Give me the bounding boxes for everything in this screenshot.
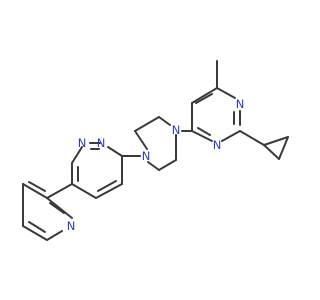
bond-pyridazine-c4-c3	[95, 183, 123, 199]
bond-pyridine-c5-c6-double	[28, 221, 46, 233]
bond-pyridine-c2-c3	[22, 183, 48, 199]
canvas-background	[0, 0, 300, 300]
bond-pyridazine-to-pyridine	[46, 183, 73, 199]
bond-pyrimidine-c4-c5	[191, 87, 218, 104]
bond-pyridine-c2-c3-double	[28, 181, 46, 192]
bond-pyridine-n-c2-double	[49, 202, 65, 214]
bond-piperazine-n1-c6	[147, 161, 160, 171]
cyclopropyl-group	[239, 130, 289, 160]
bond-cyclopropyl-edge-1	[263, 136, 289, 146]
nitrogen-piperazine-left: N	[142, 149, 151, 163]
piperazine-ring	[134, 116, 177, 171]
bond-pyridine-c5-c6	[22, 225, 48, 241]
bond-cyclopropyl-attachment	[239, 130, 265, 146]
bond-piperazine-n4-c3	[158, 116, 171, 126]
bond-pyrimidine-n1-c6	[191, 130, 213, 142]
bond-pyrimidine-c4-n3	[216, 87, 236, 99]
nitrogen-pyridazine-upper: N	[97, 136, 106, 150]
pyridazine-ring	[71, 142, 123, 199]
pyridine-ring	[22, 181, 73, 241]
nitrogen-pyrimidine-top: N	[236, 97, 245, 111]
bond-pyridazine-n1-c6	[71, 146, 83, 164]
bond-pyrimidine-c4-c5-double	[195, 93, 213, 104]
bond-pyridine-c6-n	[46, 230, 63, 241]
bond-pyrimidine-c2-n1	[221, 130, 241, 142]
bond-pyridazine-c4-c3-double	[97, 180, 117, 192]
bond-piperazine-c6-c5	[158, 159, 177, 171]
molecule-structure-diagram: N N N N N N N	[0, 0, 300, 300]
bond-pyrimidine-n1-c6-double	[197, 127, 211, 136]
bond-pyridine-n-c2	[46, 197, 73, 219]
bond-piperazine-c3-c2	[134, 116, 160, 132]
bond-cyclopropyl-edge-2	[278, 136, 289, 160]
bond-cyclopropyl-edge-3	[263, 144, 280, 160]
nitrogen-pyridine: N	[67, 219, 76, 233]
bond-piperazine-c2-n1	[134, 130, 148, 150]
bond-pyridazine-c5-c4	[71, 183, 97, 199]
nitrogen-pyrimidine-bottom: N	[213, 138, 222, 152]
bond-pyridazine-c3-n2	[107, 146, 123, 157]
pyrimidine-ring	[191, 87, 241, 142]
nitrogen-piperazine-right: N	[172, 123, 181, 137]
nitrogen-pyridazine-lower: N	[78, 136, 87, 150]
